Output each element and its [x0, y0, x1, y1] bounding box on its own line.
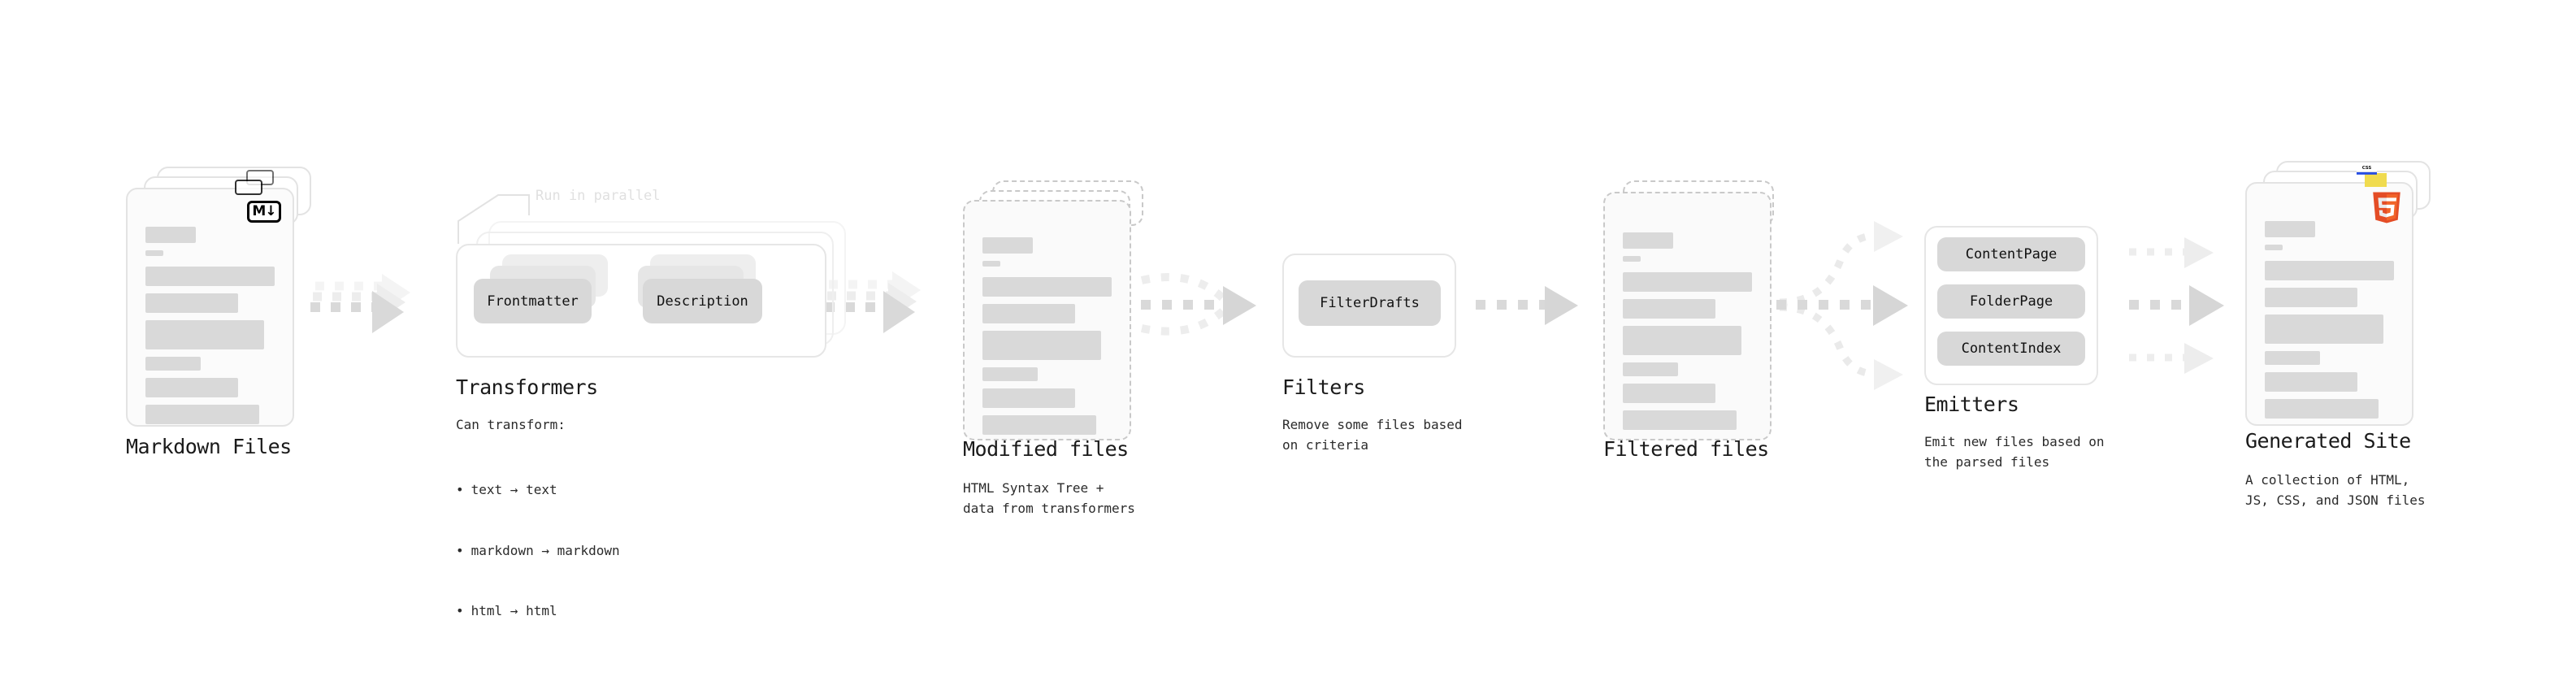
transformers-title: Transformers — [456, 375, 598, 399]
modified-file-card-front — [963, 200, 1131, 440]
emitter-pill-folderpage-label: FolderPage — [1969, 293, 2053, 310]
transformer-pill-description[interactable]: Description — [643, 279, 762, 323]
html5-icon: HTML5 — [2373, 192, 2400, 223]
transformers-subtitle: Can transform: — [456, 417, 566, 432]
emitter-pill-folderpage[interactable]: FolderPage — [1937, 284, 2085, 319]
css3-icon: CSS — [2357, 163, 2377, 175]
emitters-subtitle: Emit new files based on the parsed files — [1924, 434, 2105, 470]
filters-caption: Filters Remove some files based on crite… — [1282, 375, 1463, 456]
transformers-bullet-2: html → html — [456, 601, 620, 622]
emitter-pill-contentpage-label: ContentPage — [1965, 246, 2058, 262]
transformer-pill-frontmatter[interactable]: Frontmatter — [474, 279, 592, 323]
modified-files-group — [963, 180, 1150, 440]
emitter-pill-contentindex-label: ContentIndex — [1961, 340, 2062, 357]
filtered-files-group — [1603, 180, 1790, 440]
filtered-files-caption: Filtered files — [1603, 437, 1769, 461]
transformers-bullet-1: markdown → markdown — [456, 541, 620, 562]
filter-pill-filterdrafts[interactable]: FilterDrafts — [1299, 280, 1441, 326]
markdown-files-caption: Markdown Files — [126, 435, 292, 458]
modified-file-placeholder-lines — [982, 237, 1112, 442]
emitter-pill-contentindex[interactable]: ContentIndex — [1937, 332, 2085, 366]
connector-filters-to-filtered — [1476, 286, 1578, 325]
modified-files-title: Modified files — [963, 437, 1129, 461]
markdown-icon-glyph: M↓ — [252, 203, 276, 219]
markdown-file-card-front: M↓ — [126, 188, 294, 427]
markdown-icon-back-1 — [235, 180, 262, 195]
modified-files-caption: Modified files HTML Syntax Tree + data f… — [963, 437, 1135, 519]
transformers-caption: Transformers Can transform: text → text … — [456, 375, 620, 662]
filter-pill-filterdrafts-label: FilterDrafts — [1320, 295, 1420, 311]
filtered-file-placeholder-lines — [1623, 232, 1752, 437]
generated-site-title: Generated Site — [2245, 429, 2411, 453]
generated-site-caption: Generated Site A collection of HTML, JS,… — [2245, 429, 2426, 511]
emitters-title: Emitters — [1924, 393, 2019, 416]
filtered-file-card-front — [1603, 192, 1772, 440]
run-in-parallel-annotation: Run in parallel — [536, 185, 661, 206]
generated-site-card-front: HTML5 — [2245, 182, 2413, 426]
markdown-files-title: Markdown Files — [126, 435, 292, 458]
markdown-file-placeholder-lines — [145, 227, 275, 432]
modified-files-subtitle: HTML Syntax Tree + data from transformer… — [963, 480, 1135, 516]
connector-modified-to-filters — [1140, 273, 1256, 336]
generated-site-subtitle: A collection of HTML, JS, CSS, and JSON … — [2245, 472, 2426, 508]
emitter-pill-contentpage[interactable]: ContentPage — [1937, 237, 2085, 271]
filters-subtitle: Remove some files based on criteria — [1282, 417, 1463, 453]
transformers-bullet-0: text → text — [456, 480, 620, 501]
filters-title: Filters — [1282, 375, 1365, 399]
emitters-caption: Emitters Emit new files based on the par… — [1924, 393, 2105, 473]
svg-text:CSS: CSS — [2362, 166, 2372, 171]
transformers-bullets: text → text markdown → markdown html → h… — [456, 440, 620, 662]
connector-filtered-to-emitters — [1776, 221, 1908, 390]
markdown-icon: M↓ — [247, 201, 281, 223]
connector-emitters-to-site — [2129, 237, 2224, 374]
markdown-files-group: M↓ — [126, 167, 313, 427]
generated-site-group: HTML5 — [2245, 161, 2432, 429]
transformer-pill-description-label: Description — [657, 293, 748, 310]
run-in-parallel-label: Run in parallel — [536, 188, 661, 204]
generated-site-placeholder-lines — [2265, 221, 2394, 426]
filtered-files-title: Filtered files — [1603, 437, 1769, 461]
transformer-pill-frontmatter-label: Frontmatter — [487, 293, 579, 310]
connector-markdown-to-transformers — [310, 274, 410, 333]
javascript-icon — [2365, 173, 2387, 187]
